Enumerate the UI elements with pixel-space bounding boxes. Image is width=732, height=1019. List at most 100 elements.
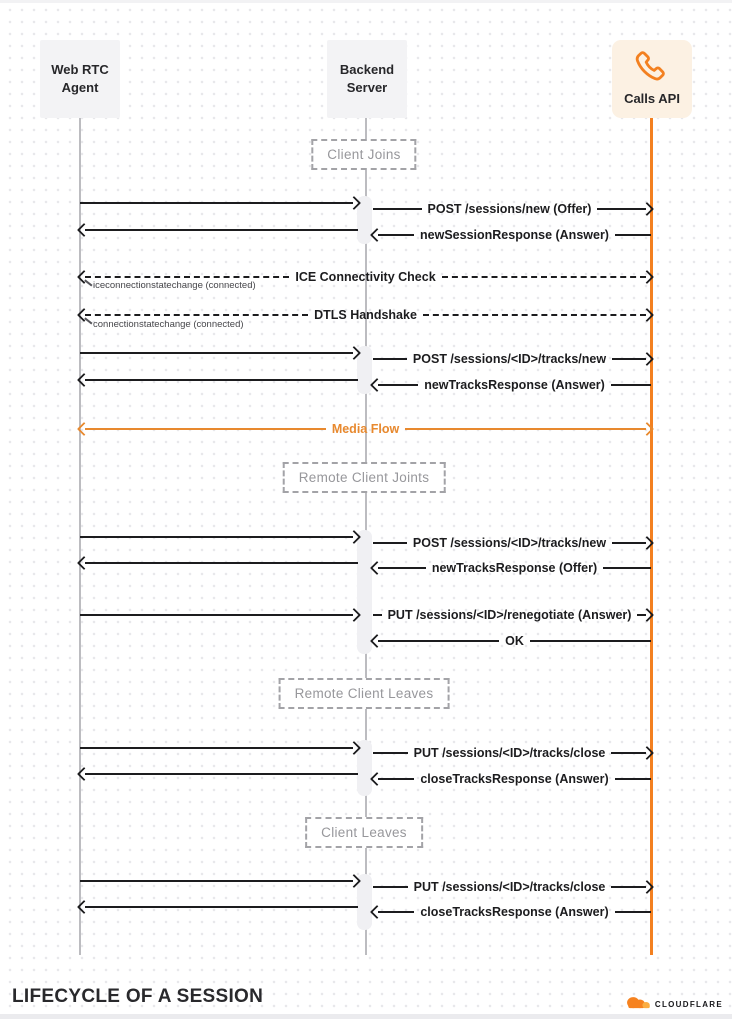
msg-dtls-handshake: DTLS Handshake — [76, 307, 655, 323]
msg-ok: OK — [369, 633, 651, 649]
arrow-line — [637, 614, 647, 616]
msg-webrtc-to-backend — [80, 607, 362, 623]
arrow-line — [80, 747, 353, 749]
arrow-line — [80, 352, 353, 354]
section-client-leaves: Client Leaves — [305, 817, 423, 848]
msg-label: PUT /sessions/<ID>/tracks/close — [413, 746, 606, 760]
phone-icon — [635, 49, 669, 83]
arrow-line — [85, 773, 358, 775]
arrowhead-left-icon — [76, 421, 92, 437]
arrow-line — [373, 358, 407, 360]
section-client-joins: Client Joins — [311, 139, 417, 170]
arrowhead-left-icon — [76, 555, 92, 571]
arrow-line — [422, 314, 646, 316]
msg-put-tracks-close: PUT /sessions/<ID>/tracks/close — [373, 745, 655, 761]
arrowhead-left-icon — [369, 904, 385, 920]
msg-ice-connectivity-check: ICE Connectivity Check — [76, 269, 655, 285]
arrowhead-left-icon — [76, 766, 92, 782]
actor-webrtc-agent: Web RTC Agent — [40, 40, 120, 118]
arrow-line — [85, 906, 358, 908]
msg-label: newTracksResponse (Offer) — [431, 561, 598, 575]
arrow-line — [603, 567, 651, 569]
msg-label: DTLS Handshake — [314, 308, 417, 322]
msg-backend-to-webrtc — [76, 555, 358, 571]
msg-webrtc-to-backend — [80, 195, 362, 211]
arrowhead-left-icon — [369, 633, 385, 649]
msg-label: Media Flow — [331, 422, 400, 436]
cloudflare-wordmark: CLOUDFLARE — [654, 1000, 723, 1009]
arrow-line — [378, 778, 415, 780]
section-remote-client-leaves: Remote Client Leaves — [278, 678, 450, 709]
arrow-line — [529, 640, 651, 642]
arrow-line — [373, 208, 422, 210]
arrow-line — [441, 276, 647, 278]
msg-close-tracks-response: closeTracksResponse (Answer) — [369, 904, 651, 920]
activation-bar — [357, 874, 372, 930]
arrowhead-left-icon — [76, 899, 92, 915]
activation-bar — [357, 196, 372, 244]
arrow-line — [378, 911, 415, 913]
arrow-line — [614, 778, 651, 780]
window-edge-top — [0, 0, 732, 3]
msg-webrtc-to-backend — [80, 740, 362, 756]
lifeline-calls-api — [650, 118, 653, 955]
arrow-line — [378, 640, 500, 642]
arrowhead-left-icon — [76, 372, 92, 388]
msg-label: OK — [505, 634, 524, 648]
msg-backend-to-webrtc — [76, 899, 358, 915]
msg-new-tracks-response-answer: newTracksResponse (Answer) — [369, 377, 651, 393]
actor-backend-server-label: Backend Server — [339, 62, 395, 95]
arrow-line — [80, 614, 353, 616]
arrow-line — [378, 567, 426, 569]
arrow-line — [373, 614, 382, 616]
msg-backend-to-webrtc — [76, 372, 358, 388]
actor-calls-api: Calls API — [612, 40, 692, 118]
msg-close-tracks-response: closeTracksResponse (Answer) — [369, 771, 651, 787]
arrow-line — [80, 880, 353, 882]
arrow-line — [597, 208, 646, 210]
arrow-line — [85, 314, 309, 316]
msg-post-sessions-new: POST /sessions/new (Offer) — [373, 201, 655, 217]
activation-bar — [357, 346, 372, 394]
cloudflare-logo: CLOUDFLARE — [624, 994, 723, 1015]
arrow-line — [85, 428, 326, 430]
arrow-line — [373, 542, 407, 544]
cloudflare-cloud-icon — [624, 994, 651, 1015]
arrow-line — [405, 428, 646, 430]
msg-label: POST /sessions/new (Offer) — [427, 202, 592, 216]
msg-webrtc-to-backend — [80, 529, 362, 545]
msg-label: newTracksResponse (Answer) — [424, 378, 605, 392]
actor-backend-server: Backend Server — [327, 40, 407, 118]
arrow-line — [80, 536, 353, 538]
arrow-line — [373, 886, 408, 888]
arrowhead-left-icon — [76, 222, 92, 238]
arrow-line — [612, 358, 646, 360]
msg-label: closeTracksResponse (Answer) — [420, 905, 609, 919]
msg-new-tracks-response-offer: newTracksResponse (Offer) — [369, 560, 651, 576]
msg-label: PUT /sessions/<ID>/tracks/close — [413, 880, 606, 894]
event-dtls: connectionstatechange (connected) — [93, 319, 244, 330]
actor-webrtc-agent-label: Web RTC Agent — [51, 62, 109, 95]
msg-put-tracks-close: PUT /sessions/<ID>/tracks/close — [373, 879, 655, 895]
msg-label: closeTracksResponse (Answer) — [420, 772, 609, 786]
arrowhead-left-icon — [369, 771, 385, 787]
arrowhead-left-icon — [369, 560, 385, 576]
window-edge-bottom — [0, 1014, 732, 1019]
arrow-line — [373, 752, 408, 754]
arrow-line — [85, 562, 358, 564]
msg-label: PUT /sessions/<ID>/renegotiate (Answer) — [387, 608, 632, 622]
arrow-line — [85, 276, 290, 278]
msg-webrtc-to-backend — [80, 345, 362, 361]
msg-webrtc-to-backend — [80, 873, 362, 889]
msg-backend-to-webrtc — [76, 766, 358, 782]
arrowhead-left-icon — [369, 227, 385, 243]
msg-new-session-response: newSessionResponse (Answer) — [369, 227, 652, 243]
event-ice: iceconnectionstatechange (connected) — [93, 280, 256, 291]
section-remote-client-joins: Remote Client Joints — [282, 462, 446, 493]
arrow-line — [85, 379, 358, 381]
page-title: LIFECYCLE OF A SESSION — [12, 986, 264, 1007]
msg-post-tracks-new: POST /sessions/<ID>/tracks/new — [373, 535, 655, 551]
arrow-line — [378, 384, 419, 386]
arrowhead-left-icon — [369, 377, 385, 393]
